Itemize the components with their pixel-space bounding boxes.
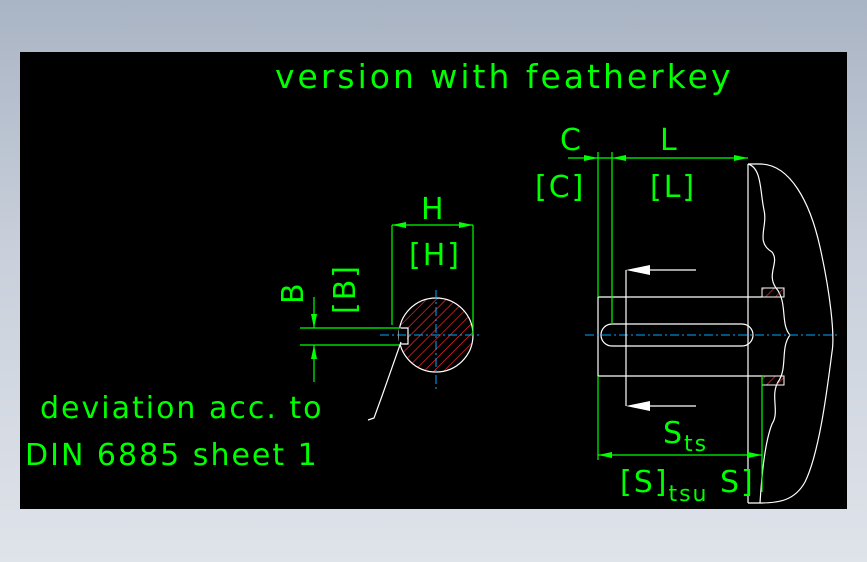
dim-c-arrow-left xyxy=(584,155,598,161)
dim-s-tail-label: S] xyxy=(720,465,755,500)
note-leader xyxy=(367,341,402,421)
note-line-1: deviation acc. to xyxy=(40,391,324,426)
shaft-cross-section xyxy=(380,290,482,392)
dim-h-arrow-right xyxy=(459,222,473,228)
dim-s-ts-main: S xyxy=(663,416,684,451)
featherkey-slot xyxy=(600,323,754,347)
drawing-title: version with featherkey xyxy=(275,57,734,96)
dim-b-bracket-label: [B] xyxy=(328,264,363,314)
dimension-c-l: C [C] L [L] xyxy=(535,123,748,324)
dim-l-label: L xyxy=(660,123,679,158)
dim-b-arrow-bottom xyxy=(311,345,317,359)
dim-h-label: H xyxy=(421,192,446,227)
dim-s-tsu-label: [S]tsu xyxy=(620,465,708,507)
cad-viewport[interactable]: version with featherkey H [H] B [B] devi… xyxy=(20,52,847,509)
dim-h-bracket-label: [H] xyxy=(409,238,461,273)
dim-s-tsu-sub: tsu xyxy=(668,482,708,507)
dim-c-label: C xyxy=(560,123,583,158)
dim-s-tsu-main: [S] xyxy=(620,465,668,500)
dim-h-arrow-left xyxy=(392,222,406,228)
dim-s-ts-sub: ts xyxy=(684,432,708,457)
dim-s-arrow-right xyxy=(748,452,762,458)
dimension-h: H [H] xyxy=(391,192,474,335)
dim-s-ts-label: Sts xyxy=(663,416,708,457)
dim-s-arrow-left xyxy=(598,452,612,458)
shaft-outline xyxy=(597,296,762,377)
cad-drawing-canvas: version with featherkey H [H] B [B] devi… xyxy=(25,57,838,507)
dimension-b: B [B] xyxy=(276,264,400,382)
hub-key-hatch-bottom xyxy=(761,375,785,386)
dimension-s: Sts [S]tsu S] xyxy=(597,376,763,507)
keyway-notch-fill xyxy=(399,328,407,345)
arrow-top-head xyxy=(626,265,650,275)
keyway-notch-outline xyxy=(400,327,409,345)
hub-key-hatch-top xyxy=(761,287,785,298)
dim-l-arrow-right xyxy=(734,155,748,161)
dim-b-arrow-top xyxy=(311,314,317,328)
dim-b-label: B xyxy=(276,281,311,304)
arrow-bottom-head xyxy=(626,401,650,411)
dim-c-arrow-right xyxy=(612,155,626,161)
hub-break-line xyxy=(747,163,791,504)
shaft-side-view xyxy=(585,163,838,504)
note-line-2: DIN 6885 sheet 1 xyxy=(25,438,319,473)
dim-c-bracket-label: [C] xyxy=(535,170,585,205)
hub-outline xyxy=(748,163,834,504)
dim-l-bracket-label: [L] xyxy=(650,170,696,205)
